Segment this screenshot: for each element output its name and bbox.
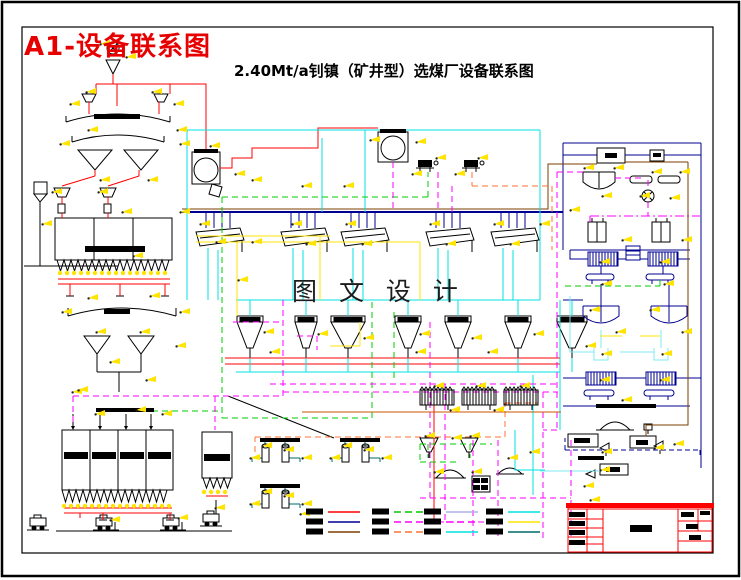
legend-text-block [486, 518, 503, 525]
flow-light-cyan [540, 296, 669, 472]
line-legend [306, 508, 540, 535]
flow-red [58, 74, 561, 520]
cyclone-row [236, 315, 588, 358]
legend-text-block [372, 528, 389, 535]
flow-yellow [196, 235, 660, 347]
callout-flags [41, 40, 692, 522]
pump-pairs [251, 442, 381, 509]
flow-magenta-dashed [72, 162, 649, 540]
filter-hatching [419, 252, 678, 410]
flow-navy-dashed [564, 438, 701, 456]
discharge-dots [57, 270, 228, 509]
legend-text-block [486, 528, 503, 535]
flow-brown [182, 161, 689, 436]
screen-bank [195, 212, 540, 252]
legend-text-block [372, 508, 389, 515]
flow-orange-dashed [254, 172, 553, 452]
black-bars [64, 114, 661, 490]
flow-cyan [186, 129, 573, 495]
title-block [566, 503, 714, 553]
legend-text-block [424, 528, 441, 535]
flow-magenta-dashdot [589, 215, 700, 222]
legend-text-block [372, 518, 389, 525]
screen-underflow-cyan [207, 248, 514, 300]
flow-green-dashed [152, 172, 661, 463]
legend-text-block [306, 508, 323, 515]
legend-text-block [486, 508, 503, 515]
legend-text-block [306, 528, 323, 535]
legend-text-block [424, 508, 441, 515]
title-block-text-blocks [569, 511, 710, 545]
sawtooth-bottoms [56, 258, 232, 504]
legend-text-block [306, 518, 323, 525]
flow-navy [182, 142, 702, 468]
legend-text-block [424, 518, 441, 525]
